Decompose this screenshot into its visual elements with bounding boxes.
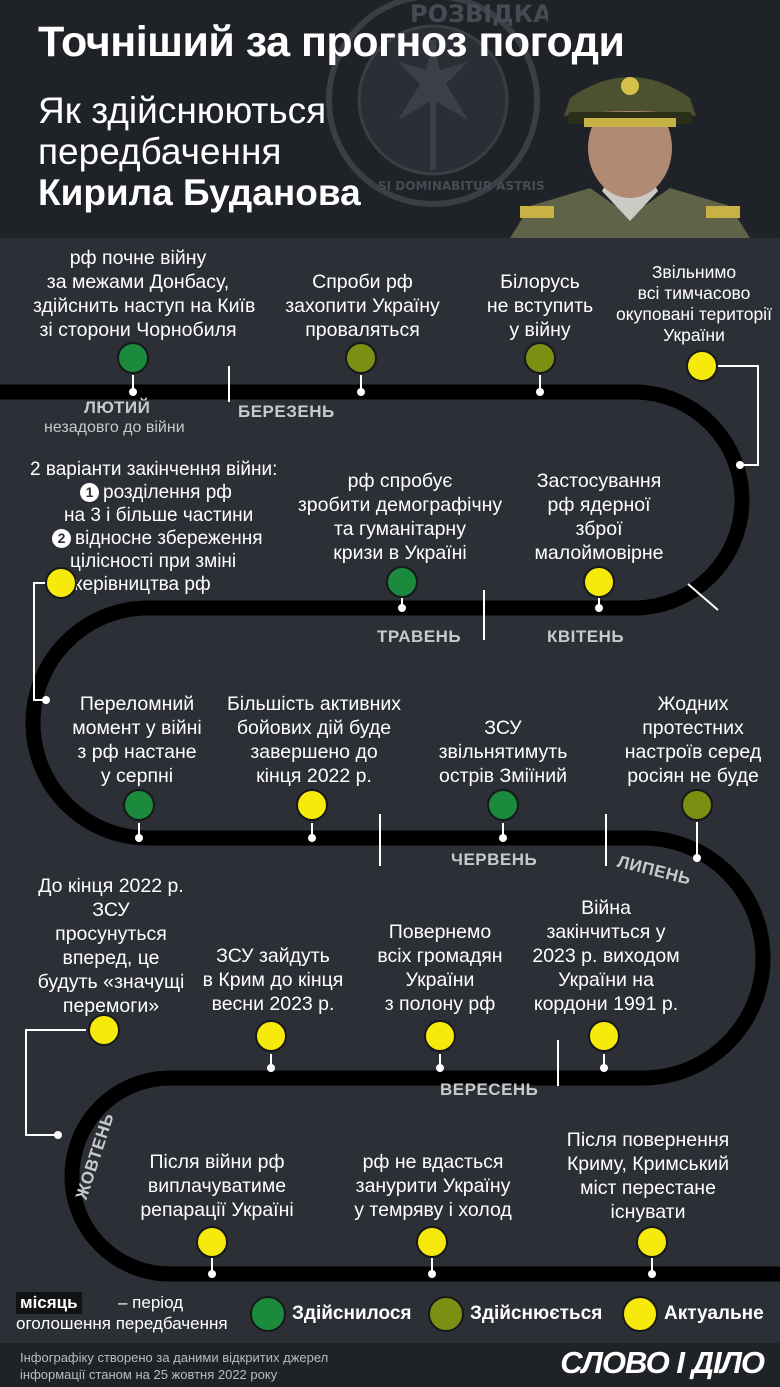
status-dot-actual bbox=[88, 1014, 120, 1046]
status-dot-actual bbox=[45, 567, 77, 599]
status-dot-actual bbox=[636, 1226, 668, 1258]
month-dividers bbox=[228, 366, 719, 1086]
status-dot-fulfilled bbox=[386, 566, 418, 598]
status-dot-actual bbox=[416, 1226, 448, 1258]
status-dot-fulfilled bbox=[123, 789, 155, 821]
legend-in-progress-label: Здійснюється bbox=[470, 1303, 603, 1324]
intelligence-emblem: РОЗВІДКА SI DOMINABITUR ASTRIS bbox=[326, 0, 548, 207]
legend-dot-actual bbox=[622, 1296, 658, 1332]
month-label-may: ТРАВЕНЬ bbox=[377, 627, 462, 646]
connection-points bbox=[42, 388, 744, 1278]
status-dot-actual bbox=[296, 789, 328, 821]
emblem-top-text: РОЗВІДКА bbox=[410, 0, 548, 28]
status-dot-in-progress bbox=[345, 342, 377, 374]
footer-note: Інфографіку створено за даними відкритих… bbox=[20, 1350, 329, 1382]
status-dot-actual bbox=[588, 1020, 620, 1052]
header: РОЗВІДКА SI DOMINABITUR ASTRIS Точніший … bbox=[0, 0, 780, 238]
legend-month-desc-1: – період bbox=[118, 1293, 184, 1312]
emblem-bottom-text: SI DOMINABITUR ASTRIS bbox=[378, 179, 545, 193]
month-note-february: незадовго до війни bbox=[44, 419, 185, 436]
status-dot-fulfilled bbox=[117, 342, 149, 374]
brand-logo: СЛОВО І ДІЛО bbox=[560, 1345, 765, 1380]
status-dot-actual bbox=[196, 1226, 228, 1258]
legend-actual: Актуальне bbox=[622, 1296, 764, 1332]
status-dot-actual bbox=[424, 1020, 456, 1052]
timeline-road bbox=[0, 365, 780, 1282]
legend-actual-label: Актуальне bbox=[664, 1303, 764, 1324]
status-dot-actual bbox=[255, 1020, 287, 1052]
footer: Інфографіку створено за даними відкритих… bbox=[0, 1343, 780, 1387]
legend-month-desc-2: оголошення передбачення bbox=[16, 1314, 228, 1333]
month-label-march: БЕРЕЗЕНЬ bbox=[238, 402, 335, 421]
subtitle-line1: Як здійснюються bbox=[38, 90, 327, 131]
main-title: Точніший за прогноз погоди bbox=[38, 18, 625, 66]
portrait-illustration bbox=[510, 77, 750, 238]
status-dot-in-progress bbox=[681, 789, 713, 821]
legend-month-swatch: місяць bbox=[16, 1292, 82, 1314]
legend-fulfilled-label: Здійснилося bbox=[292, 1303, 412, 1324]
legend-dot-in-progress bbox=[428, 1296, 464, 1332]
subtitle-name: Кирила Буданова bbox=[38, 172, 361, 213]
legend-in-progress: Здійснюється bbox=[428, 1296, 602, 1332]
subtitle-line2: передбачення bbox=[38, 131, 282, 172]
legend-dot-fulfilled bbox=[250, 1296, 286, 1332]
month-label-september: ВЕРЕСЕНЬ bbox=[440, 1080, 539, 1099]
month-label-february: ЛЮТИЙ bbox=[84, 398, 151, 417]
status-dot-fulfilled bbox=[487, 789, 519, 821]
status-dot-actual bbox=[686, 350, 718, 382]
month-label-june: ЧЕРВЕНЬ bbox=[451, 850, 538, 869]
status-dot-in-progress bbox=[524, 342, 556, 374]
month-label-april: КВІТЕНЬ bbox=[547, 627, 625, 646]
timeline-connectors bbox=[25, 365, 759, 1274]
legend-fulfilled: Здійснилося bbox=[250, 1296, 411, 1332]
status-dot-actual bbox=[583, 566, 615, 598]
